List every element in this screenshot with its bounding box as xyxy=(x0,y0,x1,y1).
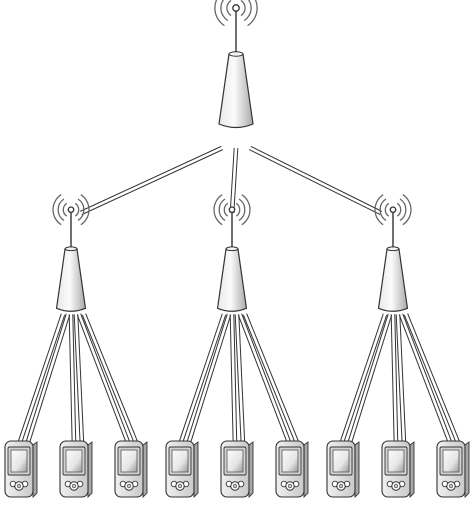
pda-device-icon xyxy=(381,440,415,499)
downlink-1-2 xyxy=(68,314,77,446)
relay-tower-1 xyxy=(52,194,90,312)
downlink-3-2-b xyxy=(395,314,407,446)
downlink-1-1 xyxy=(16,313,66,446)
uplink-1 xyxy=(80,145,223,216)
handheld-device-1-1 xyxy=(4,440,38,499)
downlink-2-3 xyxy=(237,313,293,446)
node-layer xyxy=(4,0,470,499)
downlink-2-1-b xyxy=(185,313,232,446)
handheld-device-2-1 xyxy=(165,440,199,499)
antenna-tower-icon xyxy=(55,246,87,312)
relay-tower-3 xyxy=(374,194,412,312)
antenna-tower-icon xyxy=(216,246,248,312)
link-layer xyxy=(16,145,462,446)
pda-device-icon xyxy=(59,440,93,499)
root-tower xyxy=(214,0,258,129)
downlink-3-3-b xyxy=(403,313,462,446)
downlink-1-2-b xyxy=(73,314,85,446)
downlink-2-2-b xyxy=(234,314,246,446)
signal-waves-icon xyxy=(213,194,251,226)
signal-waves-icon xyxy=(214,0,258,27)
downlink-2-2 xyxy=(229,314,238,446)
signal-waves-icon xyxy=(52,194,90,226)
downlink-2-3-b xyxy=(242,313,301,446)
pda-device-icon xyxy=(114,440,148,499)
signal-waves-icon xyxy=(374,194,412,226)
pda-device-icon xyxy=(275,440,309,499)
downlink-1-3-b xyxy=(81,313,140,446)
antenna-tower-icon xyxy=(377,246,409,312)
handheld-device-1-2 xyxy=(59,440,93,499)
relay-tower-2 xyxy=(213,194,251,312)
pda-device-icon xyxy=(165,440,199,499)
handheld-device-2-2 xyxy=(220,440,254,499)
downlink-1-3 xyxy=(76,313,132,446)
handheld-device-3-1 xyxy=(326,440,360,499)
pda-device-icon xyxy=(220,440,254,499)
uplink-3 xyxy=(248,145,383,216)
handheld-device-1-3 xyxy=(114,440,148,499)
downlink-3-1-b xyxy=(346,313,393,446)
pda-device-icon xyxy=(436,440,470,499)
pda-device-icon xyxy=(326,440,360,499)
downlink-3-2 xyxy=(390,314,399,446)
handheld-device-3-2 xyxy=(381,440,415,499)
pda-device-icon xyxy=(4,440,38,499)
uplink-2 xyxy=(229,147,239,214)
downlink-3-3 xyxy=(398,313,454,446)
downlink-2-1 xyxy=(177,313,227,446)
antenna-tower-icon xyxy=(218,51,254,129)
handheld-device-3-3 xyxy=(436,440,470,499)
downlink-3-1 xyxy=(338,313,388,446)
handheld-device-2-3 xyxy=(275,440,309,499)
downlink-1-1-b xyxy=(24,313,71,446)
